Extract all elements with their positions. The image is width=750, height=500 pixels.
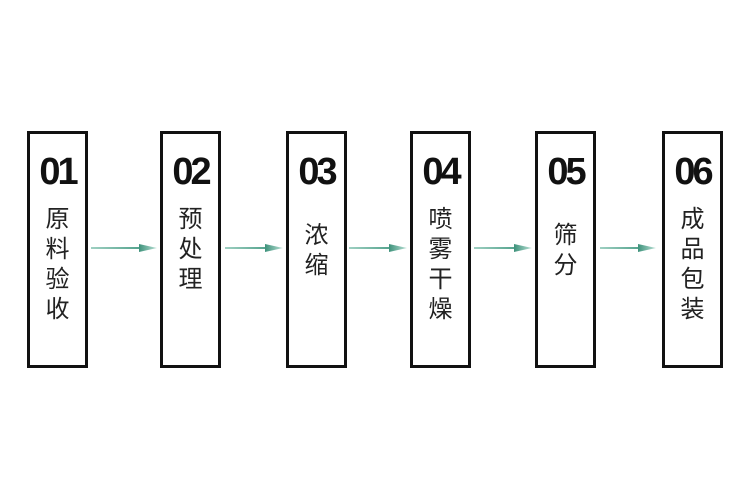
step-label: 预处理: [178, 205, 203, 293]
step-label: 原料验收: [45, 205, 70, 323]
step-box-01: 01 原料验收: [27, 131, 88, 368]
arrow-icon: [349, 243, 407, 253]
step-number: 06: [674, 151, 713, 193]
step-number: 03: [298, 151, 337, 193]
step-number: 04: [422, 151, 461, 193]
step-label: 筛分: [553, 221, 578, 279]
step-label: 浓缩: [304, 221, 329, 279]
step-box-06: 06 成品包装: [662, 131, 723, 368]
step-label: 喷雾干燥: [428, 205, 453, 323]
step-box-04: 04 喷雾干燥: [410, 131, 471, 368]
step-box-05: 05 筛分: [535, 131, 596, 368]
step-number: 01: [39, 151, 78, 193]
step-box-03: 03 浓缩: [286, 131, 347, 368]
step-number: 05: [547, 151, 586, 193]
step-box-02: 02 预处理: [160, 131, 221, 368]
arrow-icon: [600, 243, 656, 253]
step-label: 成品包装: [680, 205, 705, 323]
arrow-icon: [225, 243, 283, 253]
arrow-icon: [474, 243, 532, 253]
arrow-icon: [91, 243, 157, 253]
step-number: 02: [172, 151, 211, 193]
